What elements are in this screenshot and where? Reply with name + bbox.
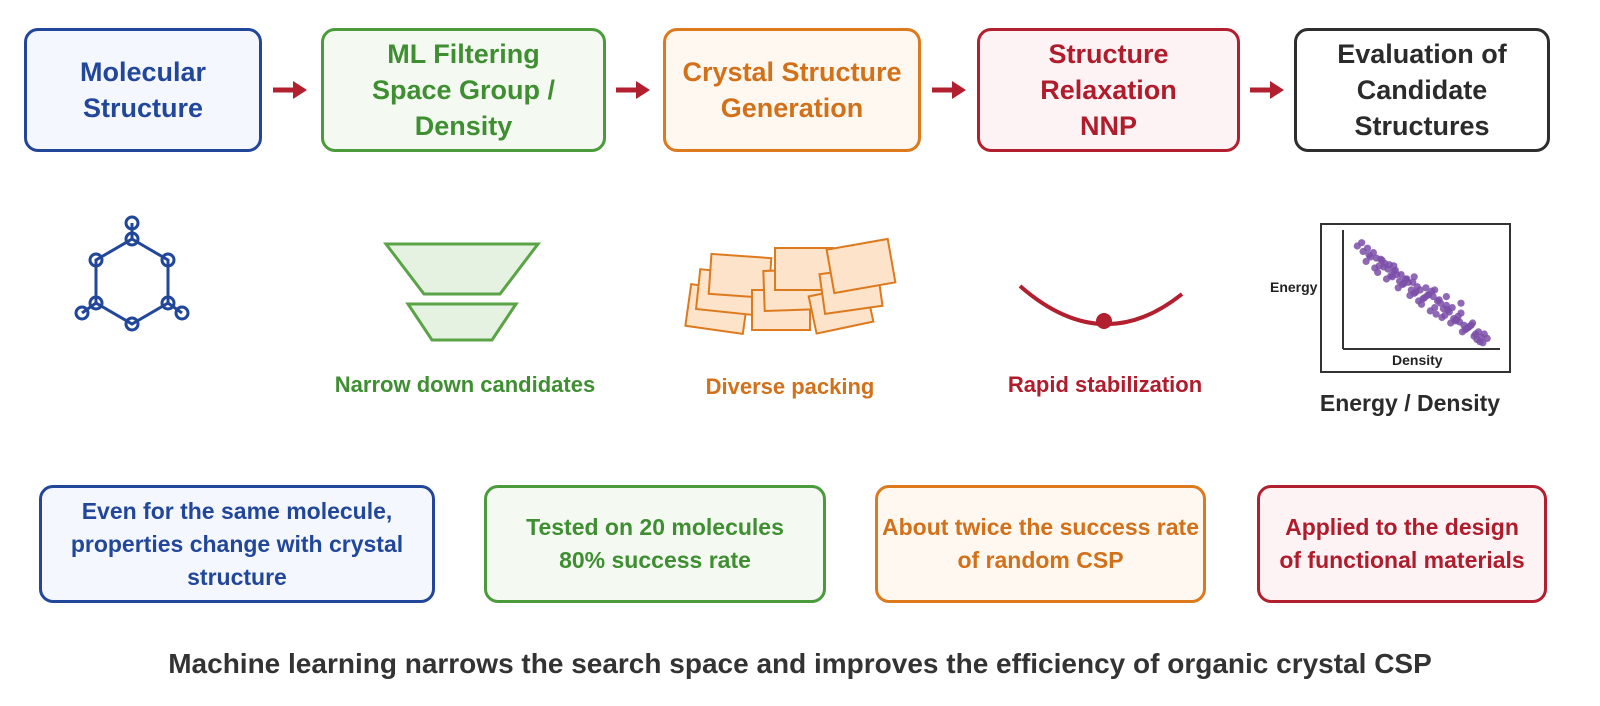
scatter-point — [1479, 339, 1487, 347]
arrow-right-icon — [616, 81, 650, 99]
scatter-point — [1457, 299, 1465, 307]
note-label-line1: Applied to the design — [1285, 514, 1519, 540]
scatter-point — [1397, 271, 1405, 279]
step-crystal-generation: Crystal Structure Generation — [663, 28, 921, 152]
scatter-point — [1422, 284, 1430, 292]
scatter-point — [1426, 307, 1434, 315]
step-label-line1: ML Filtering — [387, 39, 540, 69]
arrow-right-icon — [273, 81, 307, 99]
step-label-line1: Evaluation of — [1337, 39, 1507, 69]
scatter-ylabel: Energy — [1270, 279, 1318, 295]
scatter-point — [1406, 291, 1414, 300]
note-success-rate: About twice the success rate of random C… — [875, 485, 1206, 603]
note-tested-molecules: Tested on 20 molecules 80% success rate — [484, 485, 826, 603]
scatter-point — [1441, 311, 1449, 319]
scatter-point — [1432, 310, 1440, 318]
scatter-point — [1455, 318, 1464, 326]
scatter-point — [1412, 288, 1420, 296]
scatter-point — [1362, 257, 1370, 265]
scatter-xlabel: Density — [1392, 352, 1443, 368]
scatter-point — [1388, 273, 1396, 281]
scatter-point — [1363, 244, 1372, 252]
hexagon-molecule-icon — [74, 215, 190, 332]
step-evaluation: Evaluation of Candidate Structures — [1294, 28, 1550, 152]
arrow-right-icon — [932, 81, 966, 99]
scatter-point — [1444, 306, 1452, 314]
scatter-point — [1435, 296, 1443, 304]
scatter-point — [1417, 300, 1426, 308]
scatter-point — [1353, 242, 1361, 250]
note-label-line2: properties change with crystal structure — [70, 530, 404, 590]
step-label-line1: Structure Relaxation — [1040, 39, 1177, 105]
scatter-point — [1377, 255, 1385, 263]
scatter-point — [1429, 293, 1437, 301]
scatter-point — [1409, 278, 1417, 286]
scatter-point — [1403, 275, 1411, 283]
scatter-point — [1390, 262, 1398, 270]
stacked-crystals-icon — [684, 237, 897, 335]
note-label-line2: of functional materials — [1279, 547, 1525, 573]
step-molecular-structure: Molecular Structure — [24, 28, 262, 152]
note-label-line2: 80% success rate — [559, 547, 751, 573]
funnel-icon — [382, 242, 542, 342]
scatter-point — [1380, 263, 1388, 271]
caption-diverse-packing: Diverse packing — [705, 374, 875, 399]
step-label-line1: Molecular — [79, 57, 207, 87]
caption-energy-density: Energy / Density — [1319, 390, 1501, 416]
step-label-line2: Generation — [720, 93, 864, 123]
scatter-point — [1374, 268, 1382, 276]
arrow-right-icon — [1250, 81, 1284, 99]
scatter-point — [1467, 321, 1475, 329]
step-label-line2: Structure — [82, 93, 204, 123]
step-ml-filtering: ML Filtering Space Group / Density — [321, 28, 606, 152]
step-structure-relaxation: Structure Relaxation NNP — [977, 28, 1240, 152]
step-label-line2: Space Group / Density — [371, 75, 556, 141]
step-label-line2: Candidate Structures — [1354, 75, 1490, 141]
caption-narrow-candidates: Narrow down candidates — [334, 372, 596, 397]
note-functional-materials: Applied to the design of functional mate… — [1257, 485, 1547, 603]
scatter-point — [1457, 309, 1465, 317]
footer-summary: Machine learning narrows the search spac… — [168, 648, 1432, 679]
scatter-point — [1483, 334, 1491, 342]
scatter-point — [1442, 293, 1450, 301]
scatter-plot-icon — [1320, 223, 1511, 373]
scatter-point — [1382, 275, 1391, 283]
step-label-line2: NNP — [1079, 111, 1137, 141]
note-label-line1: Even for the same molecule, — [81, 497, 393, 524]
scatter-point — [1423, 291, 1431, 300]
note-same-molecule: Even for the same molecule, properties c… — [39, 485, 435, 603]
step-label-line1: Crystal Structure — [682, 57, 902, 87]
note-label-line1: About twice the success rate — [882, 514, 1199, 540]
scatter-point — [1394, 284, 1402, 292]
scatter-point — [1474, 328, 1483, 336]
scatter-point — [1410, 273, 1418, 281]
scatter-point — [1365, 251, 1373, 259]
energy-well-icon — [1018, 284, 1184, 329]
note-label-line1: Tested on 20 molecules — [526, 514, 784, 540]
note-label-line2: of random CSP — [957, 547, 1124, 573]
caption-rapid-stabilization: Rapid stabilization — [1007, 372, 1203, 397]
scatter-point — [1431, 286, 1439, 294]
